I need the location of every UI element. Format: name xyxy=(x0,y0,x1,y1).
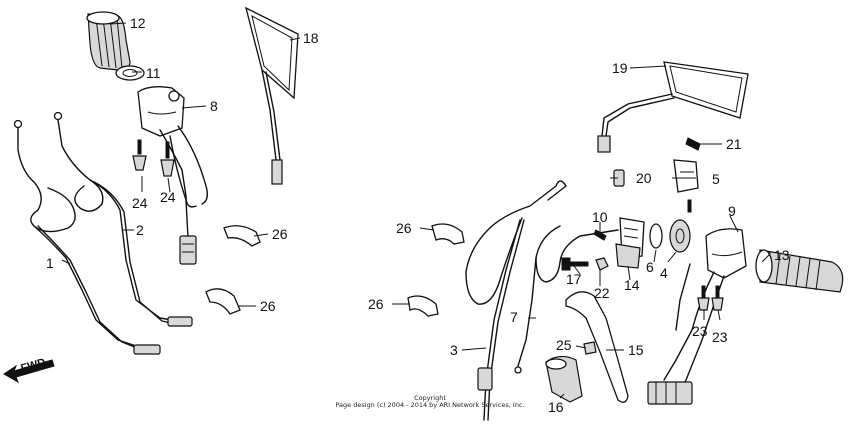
callout-15: 15 xyxy=(628,342,644,358)
callout-22: 22 xyxy=(594,285,610,301)
part-26-clip-upper-right[interactable] xyxy=(431,223,465,245)
callout-3: 3 xyxy=(450,342,458,358)
fwd-direction-arrow: FWD xyxy=(3,356,55,384)
part-26-clip-lower-left[interactable] xyxy=(205,288,241,315)
part-17-bolt[interactable] xyxy=(561,257,589,271)
callout-26b: 26 xyxy=(260,298,276,314)
part-6-collar[interactable] xyxy=(649,223,663,249)
callout-12: 12 xyxy=(130,15,146,31)
callout-13: 13 xyxy=(774,247,790,263)
callout-6: 6 xyxy=(646,259,654,275)
callout-9: 9 xyxy=(728,203,736,219)
callout-25: 25 xyxy=(556,337,572,353)
part-21-screw[interactable] xyxy=(685,137,701,151)
part-11-throttle-pipe[interactable] xyxy=(115,65,145,81)
part-12-throttle-grip[interactable] xyxy=(86,11,131,71)
part-4-lever-bracket[interactable] xyxy=(669,219,691,253)
part-9-left-switch-housing[interactable] xyxy=(647,228,747,405)
callout-17: 17 xyxy=(566,271,582,287)
callout-8: 8 xyxy=(210,98,218,114)
part-14-switch-body[interactable] xyxy=(615,217,645,269)
callout-20: 20 xyxy=(636,170,652,186)
callout-18: 18 xyxy=(303,30,319,46)
part-7-cable[interactable] xyxy=(514,225,619,374)
copyright-line-1: Copyright xyxy=(414,394,446,402)
callout-10: 10 xyxy=(592,209,608,225)
part-1-throttle-cable[interactable] xyxy=(13,119,161,355)
part-23-screw-left[interactable] xyxy=(697,285,710,311)
callout-23b: 23 xyxy=(712,329,728,345)
callout-26d: 26 xyxy=(368,296,384,312)
part-3-clutch-cable[interactable] xyxy=(465,180,567,421)
callout-14: 14 xyxy=(624,277,640,293)
part-bolt-small[interactable] xyxy=(687,199,692,213)
part-24-screw-left[interactable] xyxy=(132,139,147,171)
part-19-right-mirror[interactable] xyxy=(597,61,749,153)
part-26-clip-upper-left[interactable] xyxy=(223,225,261,247)
copyright-notice: Copyright Page design (c) 2004 - 2014 by… xyxy=(330,395,530,409)
part-13-left-grip[interactable] xyxy=(755,249,844,293)
callout-11: 11 xyxy=(146,65,161,81)
callout-26c: 26 xyxy=(396,220,412,236)
part-10-switch[interactable] xyxy=(593,229,607,241)
callout-2: 2 xyxy=(136,222,144,238)
part-16-lever-bracket[interactable] xyxy=(545,355,583,403)
part-2-throttle-return-cable[interactable] xyxy=(53,111,193,327)
part-5-lever-holder[interactable] xyxy=(673,159,699,193)
callout-leaders xyxy=(61,22,771,399)
callout-26a: 26 xyxy=(272,226,288,242)
part-26-clip-lower-right[interactable] xyxy=(407,295,439,317)
callout-7: 7 xyxy=(510,309,518,325)
callout-24b: 24 xyxy=(160,189,176,205)
callout-5: 5 xyxy=(712,171,720,187)
part-24-screw-right[interactable] xyxy=(160,141,175,177)
part-8-right-switch-housing[interactable] xyxy=(137,86,209,265)
part-18-left-mirror[interactable] xyxy=(245,6,299,185)
callout-21: 21 xyxy=(726,136,742,152)
callout-24a: 24 xyxy=(132,195,148,211)
part-22-nut[interactable] xyxy=(595,257,609,271)
callout-23a: 23 xyxy=(692,323,708,339)
part-25-pivot-bolt[interactable] xyxy=(583,341,597,355)
copyright-line-2: Page design (c) 2004 - 2014 by ARI Netwo… xyxy=(335,401,525,409)
callout-16: 16 xyxy=(548,399,564,415)
callout-4: 4 xyxy=(660,265,668,281)
part-15-clutch-lever[interactable] xyxy=(565,291,629,403)
callout-1: 1 xyxy=(46,255,54,271)
part-23-screw-right[interactable] xyxy=(711,285,724,311)
callout-19: 19 xyxy=(612,60,628,76)
